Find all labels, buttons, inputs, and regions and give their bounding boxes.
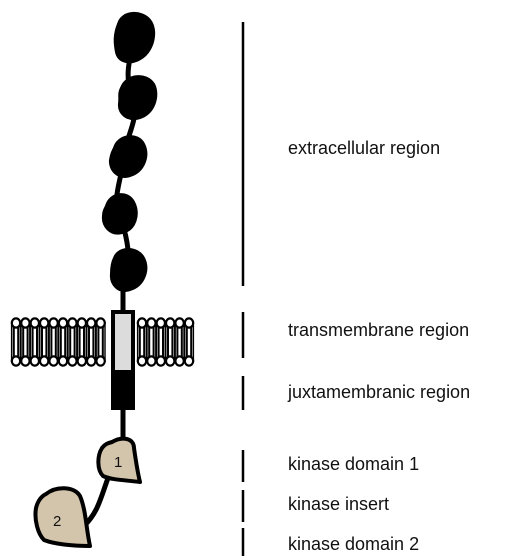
lipid-head [57,317,69,329]
lipid-tail [12,327,20,357]
label-juxtamembranic-region: juxtamembranic region [287,382,470,402]
lipid-head [48,355,59,367]
lipid-tail [148,327,155,357]
lipid-tail [167,327,174,357]
juxtamembrane-segment [111,370,135,410]
membrane-bilayer-left [10,317,106,367]
lipid-head [85,355,97,367]
lipid-tail [88,327,95,357]
lipid-tail [176,327,183,357]
lipid-tail [31,327,38,357]
lipid-head [183,317,195,329]
lipid-head [95,355,106,367]
lipid-head [183,355,195,367]
membrane-bilayer-right [136,317,195,367]
lipid-head [174,317,185,329]
lipid-head [57,355,69,367]
lipid-head [38,317,50,329]
lipid-head [146,317,157,329]
lipid-head [48,317,59,329]
label-kinase-domain-1: kinase domain 1 [288,454,419,474]
kinase-domain-2-shape [33,486,92,548]
lipid-tail [97,327,104,357]
lipid-outline [183,322,195,362]
lipid-head [76,355,88,367]
kinase-domain-1-number: 1 [114,454,122,471]
lipid-head [29,355,41,367]
lipid-tail [185,327,193,357]
lipid-head [95,317,106,329]
lipid-head [136,355,148,367]
kinase-domain-2-number: 2 [53,513,61,530]
lipid-outline [95,322,106,362]
lipid-head [155,317,167,329]
ig-domain-3 [108,135,148,178]
label-kinase-domain-2: kinase domain 2 [288,534,419,554]
lipid-tail [59,327,67,357]
lipid-tail [138,327,146,357]
lipid-head [174,355,185,367]
ig-domain-2 [117,75,158,120]
ig-domain-5 [109,248,148,292]
lipid-head [67,355,78,367]
label-transmembrane-region: transmembrane region [288,320,469,340]
lipid-head [29,317,41,329]
lipid-head [10,355,22,367]
lipid-head [38,355,50,367]
lipid-head [136,317,148,329]
ig-domain-1 [113,12,156,64]
lipid-head [67,317,78,329]
lipid-head [20,317,31,329]
lipid-tail [50,327,57,357]
lipid-tail [41,327,48,357]
ig-like-domains [101,12,158,292]
kinase-domain-1-shape [96,436,142,484]
lipid-head [20,355,31,367]
lipid-head [164,355,176,367]
lipid-head [164,317,176,329]
lipid-head [76,317,88,329]
lipid-tail [69,327,76,357]
lipid-tail [78,327,85,357]
lipid-head [146,355,157,367]
transmembrane-segment [111,310,135,374]
lipid-head [155,355,167,367]
lipid-tail [157,327,164,357]
ig-domain-4 [101,193,138,235]
lipid-head [85,317,97,329]
lipid-head [10,317,22,329]
label-kinase-insert: kinase insert [288,494,389,514]
label-extracellular-region: extracellular region [288,138,440,158]
lipid-tail [22,327,29,357]
